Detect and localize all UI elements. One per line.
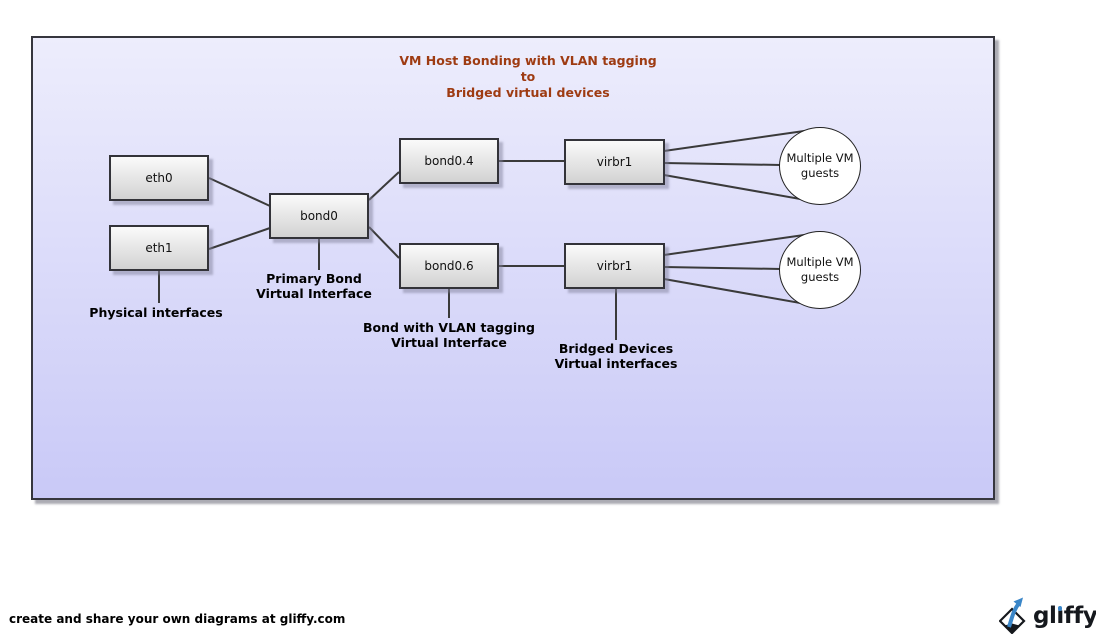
caption-primary-bond-line2: Virtual Interface	[256, 286, 372, 301]
caption-bridged-devices-line2: Virtual interfaces	[554, 356, 678, 371]
gliffy-logo-text-i: ı	[1056, 603, 1064, 629]
node-virbr1-top: virbr1	[564, 139, 665, 185]
caption-primary-bond-line1: Primary Bond	[266, 271, 362, 286]
caption-bridged-devices: Bridged Devices Virtual interfaces	[555, 341, 678, 371]
vm-guests-top-line1: Multiple VM	[786, 151, 854, 165]
diagram-title-line2: to	[520, 69, 536, 84]
vm-guests-bottom-label: Multiple VM guests	[786, 255, 853, 285]
node-bond0-label: bond0	[300, 209, 338, 223]
gliffy-logo-i-dot	[1057, 606, 1063, 611]
caption-bond-vlan-tagging: Bond with VLAN tagging Virtual Interface	[363, 320, 535, 350]
caption-primary-bond: Primary Bond Virtual Interface	[256, 271, 372, 301]
caption-physical-interfaces: Physical interfaces	[89, 305, 222, 320]
diagram-title-line1: VM Host Bonding with VLAN tagging	[399, 53, 657, 68]
node-virbr1-top-label: virbr1	[596, 155, 633, 169]
gliffy-promo-text: create and share your own diagrams at gl…	[9, 612, 346, 626]
vm-guests-circle-bottom: Multiple VM guests	[779, 231, 861, 309]
vm-guests-bottom-line2: guests	[800, 270, 840, 284]
caption-physical-interfaces-line1: Physical interfaces	[89, 305, 223, 320]
node-bond0-4: bond0.4	[399, 138, 499, 184]
node-eth1: eth1	[109, 225, 209, 271]
node-eth1-label: eth1	[145, 241, 173, 255]
vm-guests-top-label: Multiple VM guests	[786, 151, 853, 181]
caption-bond-vlan-tagging-line2: Virtual Interface	[391, 335, 507, 350]
node-bond0-6: bond0.6	[399, 243, 499, 289]
gliffy-logo-dotless-i: ı	[1056, 603, 1064, 629]
vm-guests-top-line2: guests	[800, 166, 840, 180]
node-virbr1-bottom-label: virbr1	[596, 259, 633, 273]
node-bond0-6-label: bond0.6	[424, 259, 474, 273]
vm-guests-bottom-line1: Multiple VM	[786, 255, 854, 269]
gliffy-logo-text-gl: gl	[1033, 603, 1057, 629]
node-eth0: eth0	[109, 155, 209, 201]
gliffy-logo-text-ffy: ffy	[1063, 603, 1096, 629]
caption-bond-vlan-tagging-line1: Bond with VLAN tagging	[363, 320, 535, 335]
caption-bridged-devices-line1: Bridged Devices	[558, 341, 674, 356]
diagram-title: VM Host Bonding with VLAN tagging to Bri…	[399, 53, 656, 101]
node-virbr1-bottom: virbr1	[564, 243, 665, 289]
diagram-title-line3: Bridged virtual devices	[446, 85, 610, 100]
vm-guests-circle-top: Multiple VM guests	[779, 127, 861, 205]
node-eth0-label: eth0	[145, 171, 173, 185]
node-bond0: bond0	[269, 193, 369, 239]
node-bond0-4-label: bond0.4	[424, 154, 474, 168]
gliffy-diamond-arrow-icon	[999, 597, 1026, 634]
